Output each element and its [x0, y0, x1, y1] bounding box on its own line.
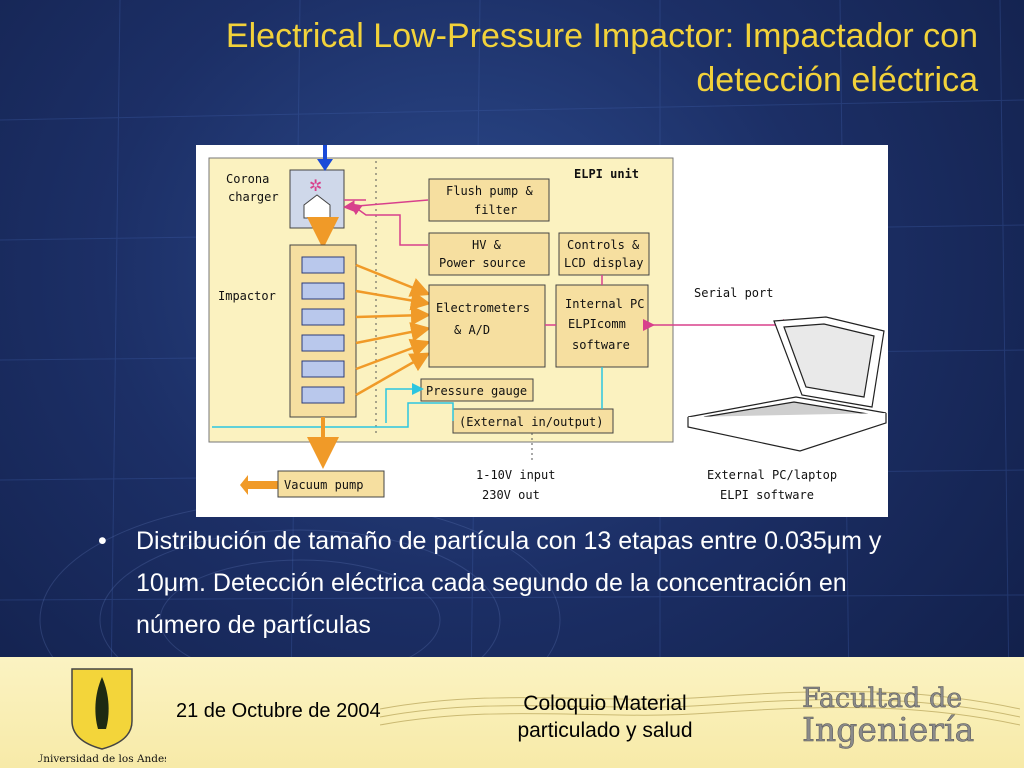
internal-pc-label: Internal PC: [565, 297, 644, 311]
external-io-box: [452, 408, 614, 434]
electrometers-box: [428, 284, 546, 368]
university-crest: Universidad de los Andes: [38, 668, 166, 765]
external-io-line: [212, 402, 454, 428]
flush-to-charger-line: [343, 199, 429, 213]
impactor-stage: [301, 308, 345, 326]
impactor-stages: [301, 256, 345, 404]
event-name: Coloquio Material particulado y salud: [480, 690, 730, 744]
controls-label: Controls &: [567, 238, 640, 252]
hv-to-charger-line: [349, 203, 428, 246]
bullet-text: Distribución de tamaño de partícula con …: [136, 527, 882, 639]
charger-star-icon: ✲: [309, 176, 322, 195]
internal-pc-box: [555, 284, 649, 368]
faculty-logo: Facultad de Ingeniería: [802, 683, 975, 749]
electrometers-label: Electrometers: [436, 301, 530, 315]
slide-title: Electrical Low-Pressure Impactor: Impact…: [225, 17, 978, 99]
internal-pc-label-2: ELPIcomm: [568, 317, 626, 331]
stage-signal-lines: [355, 263, 431, 397]
inlet-arrow: [317, 145, 333, 171]
flush-pump-label-2: filter: [474, 203, 517, 217]
impactor-stage: [301, 386, 345, 404]
faculty-logo-line-2: Ingeniería: [802, 710, 974, 749]
internal-pc-label-3: software: [572, 338, 630, 352]
impactor-stage: [301, 282, 345, 300]
elpi-schematic: ELPI unit Corona charger ✲ Impactor: [208, 145, 887, 502]
output-label: 230V out: [482, 488, 540, 502]
vacuum-pump-label: Vacuum pump: [284, 478, 363, 492]
corona-charger-label: Corona: [226, 172, 269, 186]
vacuum-pump-box: [277, 470, 385, 498]
bullet-point: • Distribución de tamaño de partícula co…: [98, 520, 898, 646]
impactor-stage: [301, 334, 345, 352]
controls-label-2: LCD display: [564, 256, 643, 270]
external-io-label: (External in/output): [459, 415, 604, 429]
impactor-label: Impactor: [218, 289, 276, 303]
event-name-line-1: Coloquio Material: [523, 692, 687, 715]
serial-port-label: Serial port: [694, 286, 773, 300]
electrometers-label-2: & A/D: [454, 323, 490, 337]
bullet-dot: •: [98, 527, 107, 555]
hv-power-label-2: Power source: [439, 256, 526, 270]
impactor-stage: [301, 256, 345, 274]
footer-wave-decoration: [380, 690, 1020, 726]
event-name-line-2: particulado y salud: [517, 719, 693, 742]
elpi-unit-label: ELPI unit: [574, 167, 639, 181]
external-pc-label-2: ELPI software: [720, 488, 814, 502]
external-pc-label: External PC/laptop: [707, 468, 837, 482]
controls-box: [558, 232, 650, 276]
hv-power-label: HV &: [472, 238, 502, 252]
vacuum-outlet-arrow: [240, 475, 278, 495]
laptop-icon: [687, 316, 887, 452]
input-label: 1-10V input: [476, 468, 555, 482]
crest-tree-icon: [95, 677, 109, 729]
pressure-line: [385, 383, 424, 423]
pressure-gauge-label: Pressure gauge: [426, 384, 527, 398]
presentation-date: 21 de Octubre de 2004: [176, 700, 381, 722]
hv-power-box: [428, 232, 550, 276]
university-name: Universidad de los Andes: [38, 753, 166, 765]
footer-bar: Universidad de los Andes 21 de Octubre d…: [0, 657, 1024, 768]
corona-charger-label-2: charger: [228, 190, 279, 204]
flush-pump-box: [428, 178, 550, 222]
impactor-stage: [301, 360, 345, 378]
flush-pump-label: Flush pump &: [446, 184, 533, 198]
elpi-diagram: ELPI unit Corona charger ✲ Impactor: [196, 145, 888, 517]
faculty-logo-line-1: Facultad de: [802, 683, 962, 714]
